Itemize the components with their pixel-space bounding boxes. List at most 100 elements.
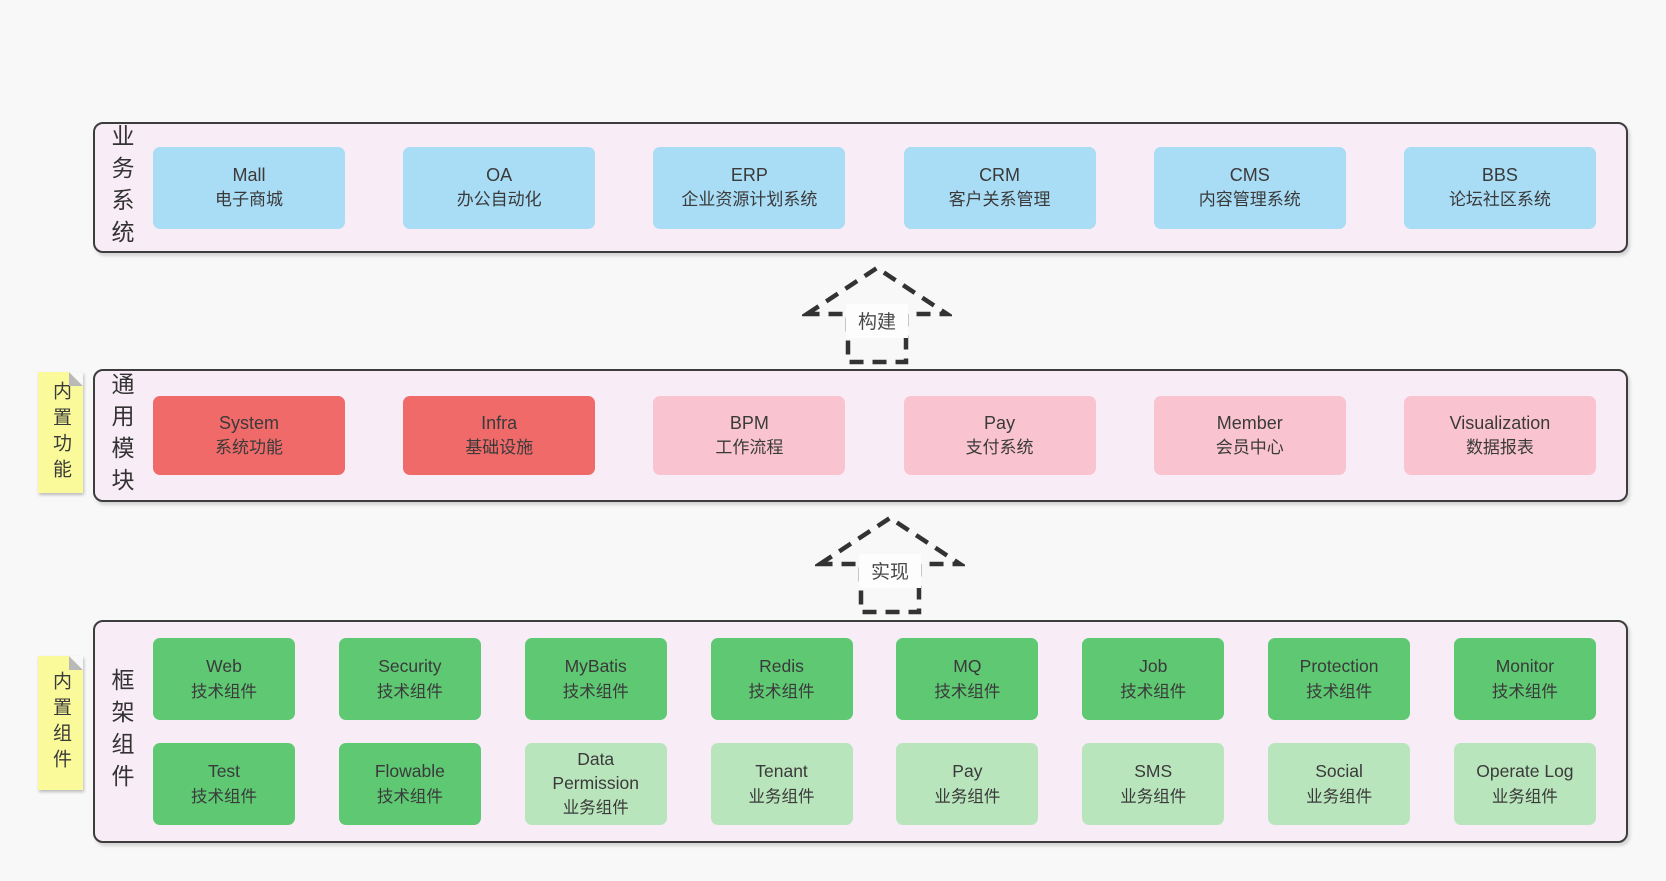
box-desc: 基础设施 <box>465 438 534 458</box>
box-name: CRM <box>979 164 1021 185</box>
box-desc: 工作流程 <box>715 438 784 458</box>
box-desc: 业务组件 <box>1306 787 1373 806</box>
box-name: Mall <box>232 164 266 185</box>
box-desc: 业务组件 <box>748 787 815 806</box>
box-desc: 电子商城 <box>215 190 283 210</box>
box-name: Member <box>1216 412 1283 433</box>
box-monitor: Monitor 技术组件 <box>1453 638 1596 720</box>
box-name: Infra <box>481 412 518 433</box>
box-desc: 数据报表 <box>1465 438 1534 458</box>
box-redis: Redis 技术组件 <box>710 638 853 720</box>
box-desc: 客户关系管理 <box>948 190 1051 210</box>
box-name: Tenant <box>755 761 808 782</box>
box-desc: 业务组件 <box>562 799 629 818</box>
box-system: System 系统功能 <box>153 396 345 475</box>
box-name: Pay <box>952 761 983 782</box>
box-name: Pay <box>984 412 1016 433</box>
note-built-in-components: 内置组件 <box>38 656 83 790</box>
box-desc: 系统功能 <box>215 438 283 458</box>
box-desc: 业务组件 <box>1120 787 1187 806</box>
box-desc: 会员中心 <box>1215 438 1284 458</box>
business-boxes-row: Mall 电子商城 OA 办公自动化 ERP 企业资源计划系统 CRM 客户关系… <box>95 124 1626 251</box>
band-label-business: 业务系统 <box>108 123 134 252</box>
band-business-systems: 业务系统 Mall 电子商城 OA 办公自动化 ERP 企业资源计划系统 CRM… <box>93 122 1628 253</box>
arrow-build: 构建 <box>802 265 952 365</box>
note-built-in-features: 内置功能 <box>38 372 83 493</box>
box-name: Social <box>1315 761 1363 782</box>
note-text: 内置功能 <box>50 380 71 485</box>
arrow-label-background <box>846 304 908 338</box>
box-name: Protection <box>1299 656 1379 677</box>
band-common-modules: 通用模块 System 系统功能 Infra 基础设施 BPM 工作流程 Pay… <box>93 369 1628 502</box>
box-desc: 技术组件 <box>1306 682 1373 701</box>
box-name: MyBatis <box>564 656 627 677</box>
box-sms: SMS 业务组件 <box>1082 743 1225 825</box>
box-name: Visualization <box>1449 412 1551 433</box>
box-oa: OA 办公自动化 <box>403 146 596 229</box>
framework-grid: Web 技术组件 Security 技术组件 MyBatis 技术组件 Redi… <box>95 622 1626 841</box>
box-bbs: BBS 论坛社区系统 <box>1403 146 1596 229</box>
arrow-label-background <box>859 554 921 588</box>
box-desc: 内容管理系统 <box>1198 190 1301 210</box>
box-name: Monitor <box>1495 656 1555 677</box>
arrow-implement: 实现 <box>815 515 965 615</box>
box-social: Social 业务组件 <box>1268 743 1411 825</box>
box-desc: 技术组件 <box>748 682 815 701</box>
box-data-permission: Data Permission 业务组件 <box>524 743 667 825</box>
box-name: SMS <box>1134 761 1173 782</box>
box-name: Flowable <box>374 761 445 782</box>
box-desc: 技术组件 <box>1491 682 1558 701</box>
box-member: Member 会员中心 <box>1153 396 1346 475</box>
box-name: Data Permission <box>552 749 639 793</box>
box-web: Web 技术组件 <box>153 638 295 720</box>
arrow-build-label: 构建 <box>858 311 896 333</box>
box-name: CMS <box>1229 164 1270 185</box>
box-name: MQ <box>953 656 982 677</box>
box-bpm: BPM 工作流程 <box>653 396 846 475</box>
box-name: Job <box>1139 656 1168 677</box>
box-name: ERP <box>730 164 768 185</box>
framework-row-2: Test 技术组件 Flowable 技术组件 Data Permission … <box>153 743 1596 825</box>
box-desc: 技术组件 <box>376 682 443 701</box>
box-name: Redis <box>759 656 804 677</box>
box-cms: CMS 内容管理系统 <box>1153 146 1346 229</box>
box-crm: CRM 客户关系管理 <box>903 146 1096 229</box>
box-name: Operate Log <box>1476 761 1574 782</box>
box-name: BPM <box>729 412 769 433</box>
box-desc: 办公自动化 <box>456 190 542 210</box>
box-pay-module: Pay 支付系统 <box>903 396 1096 475</box>
box-mall: Mall 电子商城 <box>153 146 345 229</box>
band-label-modules: 通用模块 <box>108 371 134 500</box>
box-test: Test 技术组件 <box>153 743 295 825</box>
box-operate-log: Operate Log 业务组件 <box>1453 743 1596 825</box>
box-infra: Infra 基础设施 <box>403 396 596 475</box>
box-mybatis: MyBatis 技术组件 <box>524 638 667 720</box>
box-visualization: Visualization 数据报表 <box>1403 396 1596 475</box>
box-protection: Protection 技术组件 <box>1268 638 1411 720</box>
box-desc: 业务组件 <box>1491 787 1558 806</box>
box-desc: 技术组件 <box>191 787 257 806</box>
box-desc: 业务组件 <box>934 787 1001 806</box>
box-name: Test <box>207 761 241 782</box>
box-flowable: Flowable 技术组件 <box>338 743 481 825</box>
modules-boxes-row: System 系统功能 Infra 基础设施 BPM 工作流程 Pay 支付系统… <box>95 371 1626 500</box>
box-mq: MQ 技术组件 <box>896 638 1039 720</box>
box-desc: 支付系统 <box>965 438 1034 458</box>
arrow-implement-label: 实现 <box>871 561 909 583</box>
band-label-framework: 框架组件 <box>108 667 134 796</box>
box-desc: 技术组件 <box>934 682 1001 701</box>
box-erp: ERP 企业资源计划系统 <box>653 146 846 229</box>
box-security: Security 技术组件 <box>338 638 481 720</box>
framework-row-1: Web 技术组件 Security 技术组件 MyBatis 技术组件 Redi… <box>153 638 1596 720</box>
box-tenant: Tenant 业务组件 <box>710 743 853 825</box>
box-desc: 技术组件 <box>191 682 257 701</box>
box-name: Security <box>378 656 442 677</box>
box-desc: 技术组件 <box>562 682 629 701</box>
box-desc: 企业资源计划系统 <box>681 190 818 210</box>
box-desc: 论坛社区系统 <box>1448 190 1551 210</box>
box-name: System <box>218 412 279 433</box>
box-name: OA <box>486 164 513 185</box>
box-name: Web <box>206 656 242 677</box>
band-framework-components: 框架组件 Web 技术组件 Security 技术组件 MyBatis 技术组件… <box>93 620 1628 843</box>
